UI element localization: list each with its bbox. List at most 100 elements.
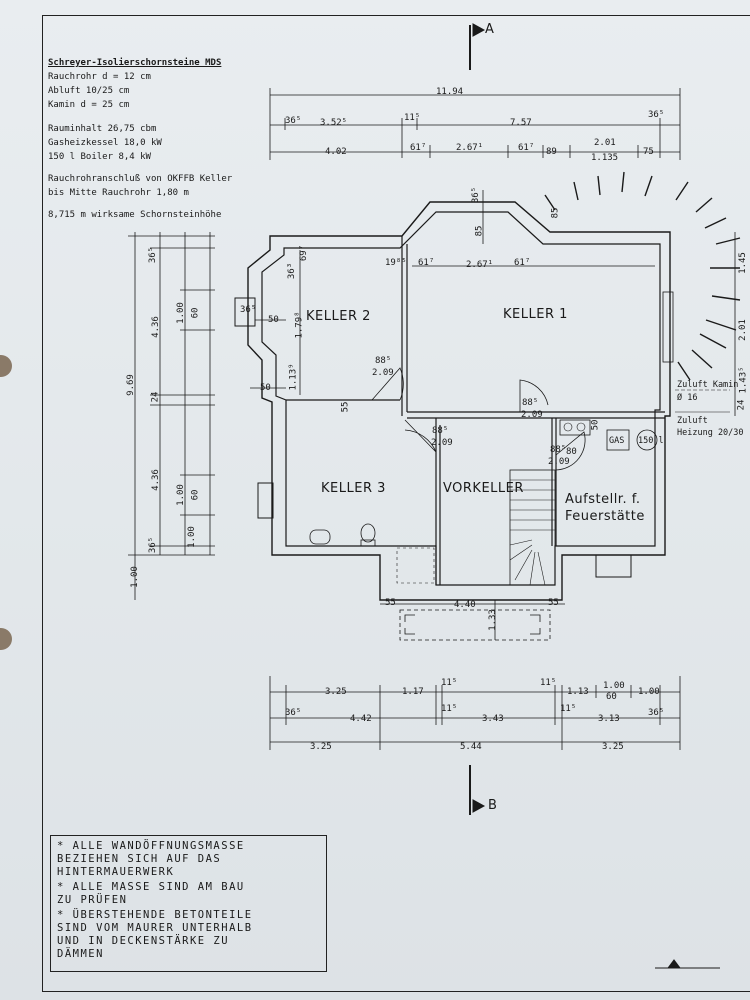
- dim-bottom-mid: 4.40: [454, 600, 476, 610]
- dim-bottom-row2: 36⁵: [285, 708, 302, 718]
- dim-misc: 69⁷: [299, 244, 310, 262]
- note-line: * ÜBERSTEHENDE BETONTEILE: [57, 909, 253, 921]
- dim-top-row3: 61⁷: [518, 143, 535, 153]
- dim-bottom-row1: 1.17: [402, 687, 424, 697]
- dim-misc: 1.13⁹: [288, 363, 299, 391]
- note-line: DÄMMEN: [57, 948, 104, 960]
- dim-bottom-row3: 5.44: [460, 742, 482, 752]
- dim-door: 2.09: [548, 457, 570, 467]
- dim-left-col: 4.36: [150, 316, 161, 338]
- note-line: BEZIEHEN SICH AUF DAS: [57, 853, 222, 865]
- dim-top-row2: 7.57: [510, 118, 532, 128]
- dim-right-col: 24: [736, 399, 747, 411]
- dim-top-row2: 11⁵: [404, 113, 421, 123]
- dim-bottom-row1: 1.00: [638, 687, 660, 697]
- dim-misc: 36⁵: [240, 305, 257, 315]
- dim-interior: 61⁷: [418, 258, 435, 268]
- dim-left-col: 36⁵: [148, 536, 159, 554]
- room-aufstellraum-2: Feuerstätte: [565, 509, 645, 524]
- dim-door: 88⁵: [522, 398, 539, 408]
- dim-misc: 19⁸⁵: [385, 258, 407, 268]
- dim-top-row3: 75: [643, 147, 654, 157]
- dim-interior: 61⁷: [514, 258, 531, 268]
- dim-misc: 50: [590, 419, 601, 431]
- dim-bottom-row2: 4.42: [350, 714, 372, 724]
- label-zuluft-heizung: Zuluft: [677, 416, 708, 426]
- notes-box: * ALLE WANDÖFFNUNGSMASSE BEZIEHEN SICH A…: [50, 835, 327, 972]
- dim-misc: 50: [268, 315, 279, 325]
- dim-top-row2: 3.52⁵: [320, 118, 348, 128]
- room-keller-3: KELLER 3: [321, 481, 386, 496]
- dim-misc: 85: [550, 207, 561, 219]
- dim-bottom-row1: 11⁵: [441, 678, 458, 688]
- dim-bottom-row3: 3.25: [602, 742, 624, 752]
- dim-bottom-row3: 3.25: [310, 742, 332, 752]
- header-row: Abluft 10/25 cm: [48, 86, 130, 96]
- note-line: * ALLE MASSE SIND AM BAU: [57, 881, 245, 893]
- label-zuluft-kamin-d: Ø 16: [677, 393, 698, 403]
- dim-door: 88⁵: [432, 426, 449, 436]
- dim-left-inner: 1.00: [175, 484, 186, 506]
- dim-left-col: 24: [150, 391, 161, 403]
- section-mark-b: B: [488, 798, 498, 813]
- dim-door: 88⁵: [375, 356, 392, 366]
- dim-bottom-row1: 1.00: [603, 681, 625, 691]
- dim-left-total: 9.69: [125, 374, 136, 396]
- dim-misc: 1.79⁸: [294, 311, 305, 339]
- dim-door: 2.09: [521, 410, 543, 420]
- header-row: bis Mitte Rauchrohr 1,80 m: [48, 188, 189, 198]
- header-row: Kamin d = 25 cm: [48, 100, 130, 110]
- dim-bottom-mid: 55: [548, 598, 559, 608]
- dim-left-col: 4.36: [150, 469, 161, 491]
- note-line: HINTERMAUERWERK: [57, 866, 175, 878]
- dim-bottom-row2: 11⁵: [441, 704, 458, 714]
- dim-interior: 2.67¹: [466, 260, 494, 270]
- dim-top-row3: 61⁷: [410, 143, 427, 153]
- dim-misc: 36⁵: [471, 186, 482, 204]
- dim-bottom-row2: 3.13: [598, 714, 620, 724]
- dim-bottom-row2: 11⁵: [560, 704, 577, 714]
- dim-misc: 80: [566, 447, 577, 457]
- dim-left-outer: 1.00: [129, 566, 140, 588]
- note-line: SIND VOM MAURER UNTERHALB: [57, 922, 253, 934]
- label-zuluft-heizung-2: Heizung 20/30: [677, 428, 744, 438]
- header-row: 150 l Boiler 8,4 kW: [48, 152, 151, 162]
- dim-top-row2: 36⁵: [285, 116, 302, 126]
- header-row: Rauminhalt 26,75 cbm: [48, 124, 157, 134]
- room-vorkeller: VORKELLER: [443, 481, 524, 496]
- punch-hole: [0, 355, 12, 377]
- dim-left-inner: 60: [190, 307, 201, 319]
- dim-top-row3: 4.02: [325, 147, 347, 157]
- dim-misc: 50: [260, 383, 271, 393]
- section-mark-a: A: [485, 22, 495, 37]
- dim-top-row2: 36⁵: [648, 110, 665, 120]
- dim-left-col: 36⁵: [148, 246, 159, 264]
- header-title: Schreyer-Isolierschornsteine MDS: [48, 58, 222, 68]
- dim-top-row3: 89: [546, 147, 557, 157]
- note-line: UND IN DECKENSTÄRKE ZU: [57, 935, 230, 947]
- note-line: * ALLE WANDÖFFNUNGSMASSE: [57, 840, 245, 852]
- dim-bottom-row2: 3.43: [482, 714, 504, 724]
- dim-left-inner: 1.00: [175, 302, 186, 324]
- dim-door: 88⁵: [550, 445, 567, 455]
- dim-right-col: 1.45: [737, 252, 748, 274]
- label-zuluft-kamin: Zuluft Kamin: [677, 380, 739, 390]
- dim-bottom-row1: 1.13: [567, 687, 589, 697]
- dim-right-col: 1.43⁵: [738, 366, 749, 394]
- dim-top-row3: 2.01: [594, 138, 616, 148]
- dim-top-total: 11.94: [436, 87, 464, 97]
- dim-top-row3: 1.135: [591, 153, 619, 163]
- header-row: 8,715 m wirksame Schornsteinhöhe: [48, 210, 222, 220]
- header-row: Rauchrohr d = 12 cm: [48, 72, 151, 82]
- dim-right-col: 2.01: [737, 319, 748, 341]
- note-line: ZU PRÜFEN: [57, 894, 128, 906]
- room-keller-1: KELLER 1: [503, 307, 568, 322]
- header-row: Rauchrohranschluß von OKFFB Keller: [48, 174, 233, 184]
- header-row: Gasheizkessel 18,0 kW: [48, 138, 162, 148]
- dim-misc: 36³: [287, 262, 298, 280]
- dim-misc: 55: [340, 401, 351, 413]
- dim-bottom-row2: 36⁵: [648, 708, 665, 718]
- dim-bottom-row1: 3.25: [325, 687, 347, 697]
- room-aufstellraum: Aufstellr. f.: [565, 492, 641, 507]
